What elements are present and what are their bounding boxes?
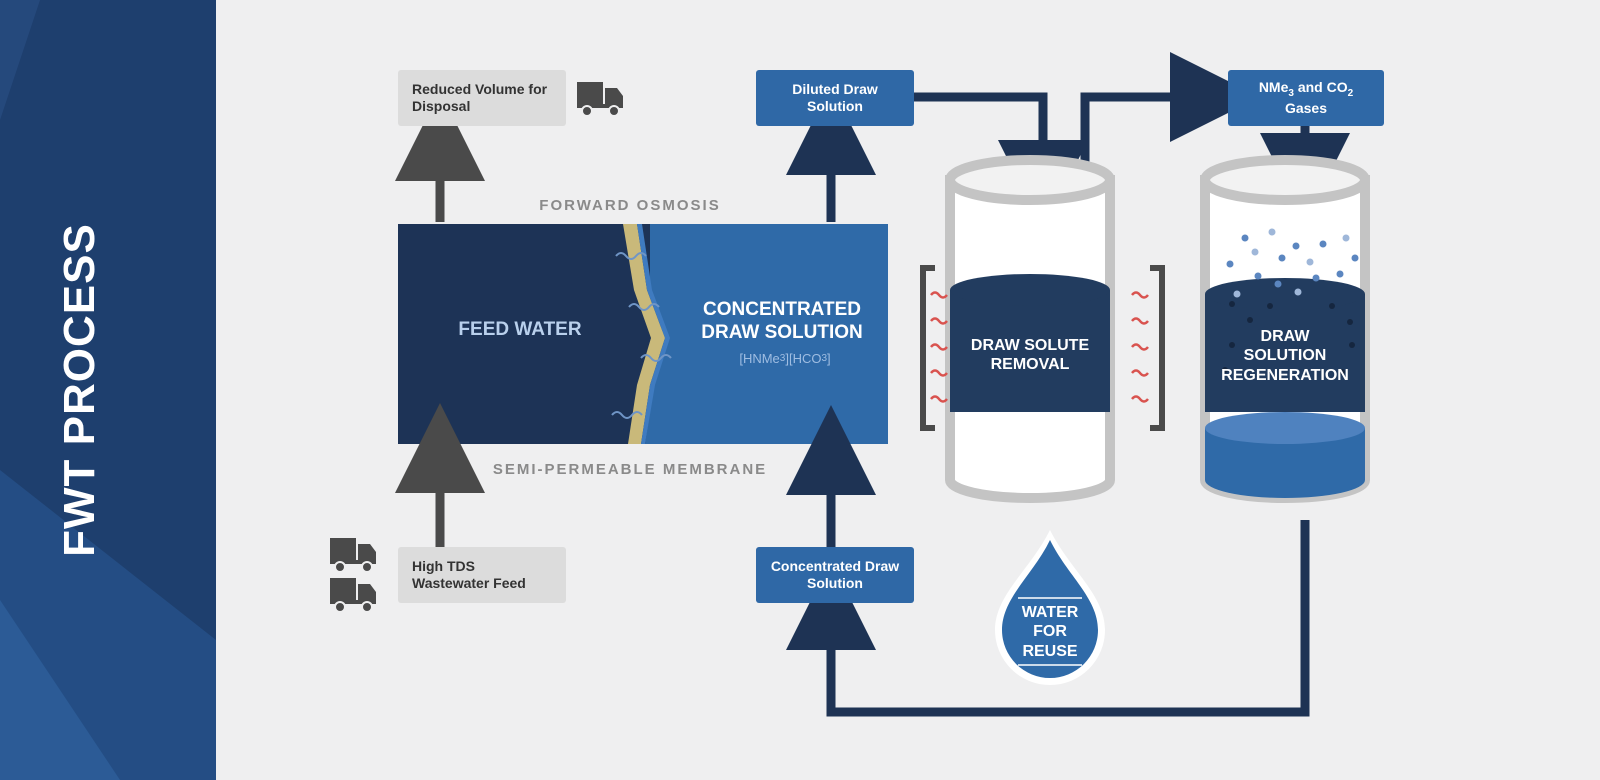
heating-element-right bbox=[1150, 265, 1165, 431]
solution-particles bbox=[1222, 301, 1355, 375]
water-drop-icon bbox=[995, 530, 1105, 685]
formula-subscript: 3 bbox=[821, 353, 828, 364]
regeneration-tank bbox=[1200, 155, 1370, 503]
arrow-removal-to-gases bbox=[1080, 52, 1260, 190]
gas-bubbles bbox=[1226, 228, 1359, 298]
membrane-line bbox=[623, 224, 665, 444]
draw-solution-regeneration-label: DRAW SOLUTION REGENERATION bbox=[1221, 328, 1349, 384]
high-tds-box: High TDS Wastewater Feed bbox=[398, 547, 566, 603]
wave-icon bbox=[615, 252, 647, 260]
gases-line-1: NMe3 and CO2 bbox=[1259, 79, 1353, 100]
forward-osmosis-caption: FORWARD OSMOSIS bbox=[539, 197, 721, 214]
heat-waves bbox=[930, 291, 1149, 403]
draw-solute-removal-tank bbox=[945, 155, 1115, 503]
feed-water-label: FEED WATER bbox=[458, 318, 582, 340]
gases-box: NMe3 and CO2 Gases bbox=[1228, 70, 1384, 126]
formula-text: ] bbox=[827, 351, 831, 367]
gases-subscript: 2 bbox=[1347, 88, 1354, 99]
formula-text: [HNMe bbox=[739, 351, 780, 367]
gases-line-2: Gases bbox=[1284, 100, 1328, 116]
sidebar-decoration-2 bbox=[0, 600, 120, 780]
wave-icon bbox=[628, 303, 660, 311]
draw-solute-removal-label: DRAW SOLUTE REMOVAL bbox=[970, 336, 1090, 373]
heating-element-left bbox=[920, 265, 935, 431]
gases-text: and CO bbox=[1293, 79, 1348, 96]
formula-text: ][HCO bbox=[785, 351, 822, 367]
gases-text: NMe bbox=[1258, 79, 1289, 96]
diluted-draw-box: Diluted Draw Solution bbox=[756, 70, 914, 126]
truck-icon bbox=[330, 538, 376, 573]
reduced-volume-box: Reduced Volume for Disposal bbox=[398, 70, 566, 126]
wave-icon bbox=[611, 411, 643, 419]
page-title: FWT PROCESS bbox=[55, 223, 104, 557]
gases-subscript: 3 bbox=[1288, 88, 1294, 99]
concentrated-draw-label: CONCENTRATED DRAW SOLUTION bbox=[701, 299, 863, 343]
semi-permeable-caption: SEMI-PERMEABLE MEMBRANE bbox=[492, 461, 768, 478]
water-for-reuse-label: WATER FOR REUSE bbox=[1021, 604, 1079, 660]
truck-icon bbox=[577, 82, 623, 117]
return-loop bbox=[786, 520, 1310, 717]
sidebar-decoration-3 bbox=[0, 0, 40, 120]
truck-icon bbox=[330, 578, 376, 613]
concentrated-draw-box: Concentrated Draw Solution bbox=[756, 547, 914, 603]
wave-icon bbox=[640, 354, 672, 362]
wave-icon bbox=[430, 443, 442, 448]
formula-subscript: 3 bbox=[779, 353, 786, 364]
